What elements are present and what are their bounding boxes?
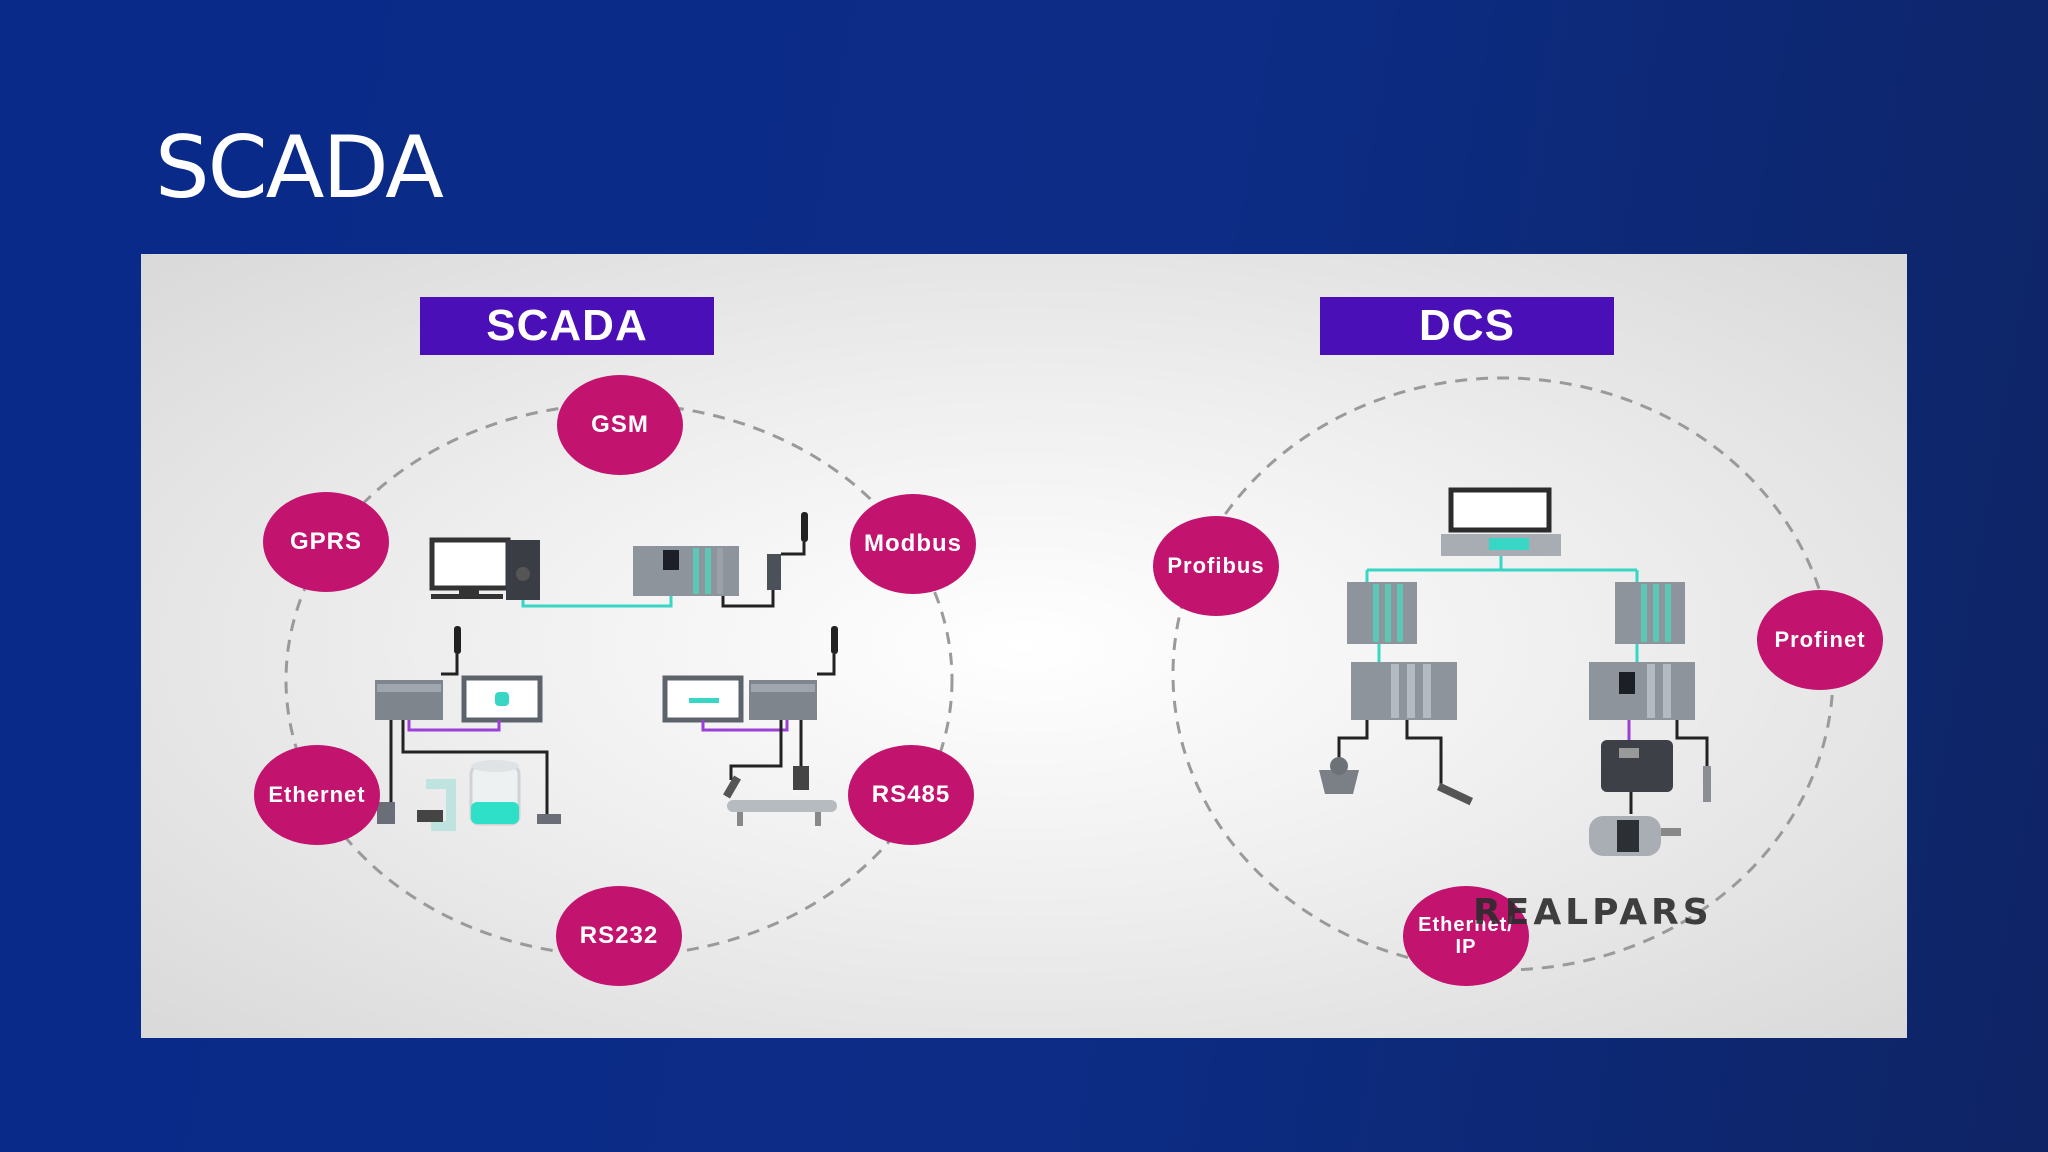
dcs-heading: DCS xyxy=(1320,297,1614,355)
right-rtu-icon xyxy=(662,626,838,826)
protocol-bubble-profibus: Profibus xyxy=(1153,516,1279,616)
left-rtu-icon xyxy=(375,626,561,831)
modem-antenna-icon xyxy=(767,512,808,590)
plc-rack-icon xyxy=(633,546,739,596)
protocol-bubble-gsm: GSM xyxy=(557,375,683,475)
workstation-icon xyxy=(429,537,540,600)
dcs-ring xyxy=(1171,376,1835,972)
protocol-bubble-rs485: RS485 xyxy=(848,745,974,845)
protocol-bubble-gprs: GPRS xyxy=(263,492,389,592)
dcs-operator-station-icon xyxy=(1441,487,1561,556)
protocol-bubble-rs232: RS232 xyxy=(556,886,682,986)
realpars-logo: REALPARS xyxy=(1473,892,1713,933)
slide-title: SCADA xyxy=(155,118,444,218)
protocol-bubble-profinet: Profinet xyxy=(1757,590,1883,690)
protocol-bubble-ethernet: Ethernet xyxy=(254,745,380,845)
diagram-panel: SCADA DCS GSM GPRS Modbus Ethernet RS485… xyxy=(141,254,1907,1038)
dcs-left-controller-icon xyxy=(1319,582,1474,806)
dcs-right-controller-icon xyxy=(1589,582,1711,856)
protocol-bubble-ethernet-ip: Ethernet/ IP xyxy=(1403,886,1529,986)
diagram-graphics xyxy=(284,376,1835,972)
scada-heading: SCADA xyxy=(420,297,714,355)
protocol-bubble-modbus: Modbus xyxy=(850,494,976,594)
